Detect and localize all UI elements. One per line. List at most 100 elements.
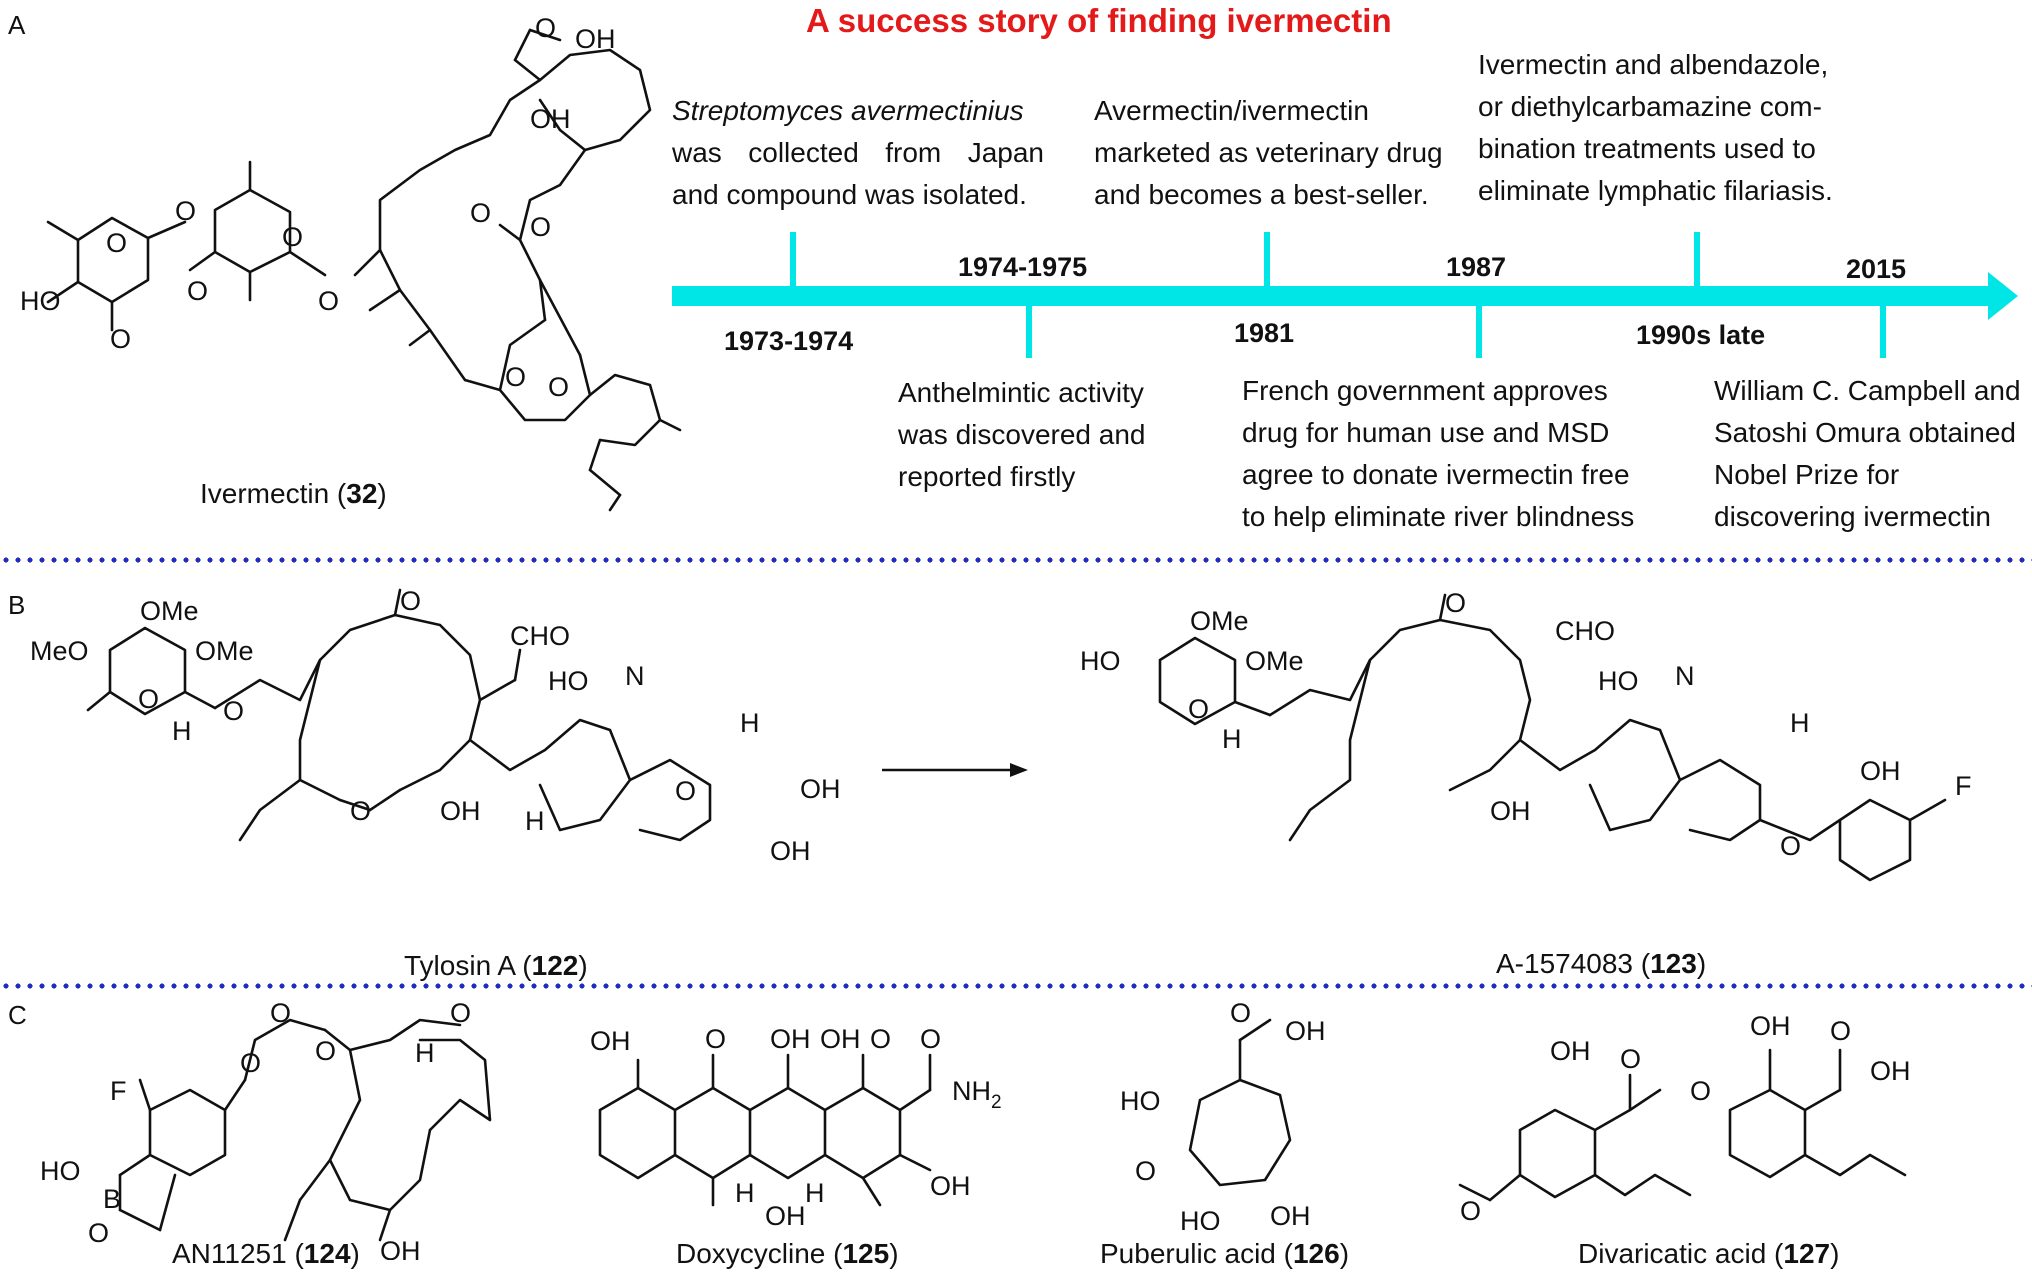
atom-o-ketone: O bbox=[400, 586, 421, 616]
atom-o-d1: O bbox=[705, 1024, 726, 1054]
atom-oh-v3: OH bbox=[1870, 1056, 1911, 1086]
caption-name: AN11251 ( bbox=[172, 1238, 304, 1269]
atom-o-furan: O bbox=[535, 13, 556, 43]
event-1987-line3: agree to donate ivermectin free bbox=[1242, 459, 1630, 490]
atom-ho-left: HO bbox=[20, 286, 61, 316]
caption-puberulic: Puberulic acid (126) bbox=[1100, 1238, 1349, 1270]
atom-o-methoxy2: O bbox=[187, 276, 208, 306]
event-1973-species: Streptomyces avermectinius bbox=[672, 95, 1024, 126]
event-2015: William C. Campbell and Satoshi Omura ob… bbox=[1714, 370, 2032, 538]
figure-title: A success story of finding ivermectin bbox=[806, 2, 1392, 39]
tick-1973 bbox=[790, 232, 796, 288]
atom-oh-d2: OH bbox=[770, 1024, 811, 1054]
atom-o-sugar-b: O bbox=[675, 776, 696, 806]
doxycycline-structure: OH O OH OH O O NH2 OH OH H H bbox=[590, 1024, 1002, 1230]
atom-oh-an: OH bbox=[380, 1236, 421, 1260]
event-1987-line2: drug for human use and MSD bbox=[1242, 417, 1610, 448]
event-1973-line3: and compound was isolated. bbox=[672, 179, 1027, 210]
event-1981: Avermectin/ivermectin marketed as veteri… bbox=[1094, 90, 1454, 216]
tick-1974 bbox=[1026, 304, 1032, 358]
caption-close: ) bbox=[889, 1238, 899, 1269]
compound-number: 32 bbox=[346, 478, 378, 509]
atom-o-sugar2: O bbox=[282, 222, 303, 252]
event-1981-line2: marketed as veterinary drug bbox=[1094, 137, 1443, 168]
atom-oh-v1: OH bbox=[1550, 1036, 1591, 1066]
atom-o-ring-c: O bbox=[1188, 694, 1209, 724]
tick-1981 bbox=[1264, 232, 1270, 288]
event-1987: French government approves drug for huma… bbox=[1242, 370, 1672, 538]
event-1973-line2: was collected from Japan bbox=[672, 137, 1044, 168]
divaricatic-acid-structure: OH O O OH O OH O bbox=[1458, 1011, 1911, 1226]
atom-ho-p2: HO bbox=[1180, 1206, 1221, 1230]
timeline-bar bbox=[672, 286, 1988, 306]
atom-o-methoxy1: O bbox=[110, 324, 131, 354]
caption-divaricatic: Divaricatic acid (127) bbox=[1578, 1238, 1839, 1270]
atom-oh-d5: OH bbox=[765, 1201, 806, 1230]
atom-ho-an: HO bbox=[40, 1156, 81, 1186]
atom-o-sugar1: O bbox=[106, 228, 127, 258]
atom-o-d2: O bbox=[870, 1024, 891, 1054]
atom-n-c: N bbox=[1675, 661, 1695, 691]
atom-o-an3: O bbox=[270, 1000, 291, 1028]
event-1990s-line2: or diethylcarbamazine com- bbox=[1478, 91, 1822, 122]
atom-oh-d4: OH bbox=[930, 1171, 971, 1201]
atom-h-c2: H bbox=[1790, 708, 1810, 738]
atom-ho-p: HO bbox=[1120, 1086, 1161, 1116]
atom-h-b2: H bbox=[525, 806, 545, 836]
atom-ho-c2: HO bbox=[1598, 666, 1639, 696]
compound-number: 122 bbox=[531, 950, 579, 981]
atom-h-b1: H bbox=[172, 716, 192, 746]
atom-o-ring-b: O bbox=[138, 684, 159, 714]
tick-1987 bbox=[1476, 304, 1482, 358]
event-1990s-line1: Ivermectin and albendazole, bbox=[1478, 49, 1829, 80]
year-2015: 2015 bbox=[1846, 254, 1907, 284]
reaction-arrow bbox=[882, 763, 1028, 777]
atom-o-link: O bbox=[175, 196, 196, 226]
an11251-structure: F HO B O O O O O H OH bbox=[40, 1000, 492, 1260]
atom-cho-2: CHO bbox=[1555, 616, 1615, 646]
compound-number: 127 bbox=[1783, 1238, 1831, 1269]
caption-close: ) bbox=[350, 1238, 360, 1269]
caption-close: ) bbox=[1830, 1238, 1840, 1269]
atom-h-an: H bbox=[415, 1038, 435, 1068]
atom-oh-p2: OH bbox=[1270, 1201, 1311, 1230]
atom-b-an: B bbox=[103, 1184, 121, 1214]
atom-oh-d3: OH bbox=[820, 1024, 861, 1054]
atom-oh-c1: OH bbox=[1490, 796, 1531, 826]
atom-o-v1: O bbox=[1620, 1044, 1641, 1074]
atom-o-an5: O bbox=[450, 1000, 471, 1028]
atom-oh-b2: OH bbox=[800, 774, 841, 804]
compound-number: 126 bbox=[1292, 1238, 1340, 1269]
caption-tylosin: Tylosin A (122) bbox=[404, 950, 588, 982]
atom-o-v2: O bbox=[1690, 1076, 1711, 1106]
timeline-arrow bbox=[1988, 272, 2018, 320]
event-1974: Anthelmintic activity was discovered and… bbox=[898, 372, 1198, 498]
tick-2015 bbox=[1880, 304, 1886, 358]
atom-ome-2: OMe bbox=[195, 636, 254, 666]
atom-nh2: NH2 bbox=[952, 1076, 1002, 1113]
atom-o-p2: O bbox=[1135, 1156, 1156, 1186]
atom-ome-1: OMe bbox=[140, 596, 199, 626]
year-1987: 1987 bbox=[1446, 252, 1507, 282]
atom-h-d1: H bbox=[735, 1178, 755, 1208]
year-1990s: 1990s late bbox=[1636, 320, 1766, 350]
caption-close: ) bbox=[1696, 948, 1707, 979]
atom-n-b: N bbox=[625, 661, 645, 691]
caption-name: Tylosin A ( bbox=[404, 950, 532, 981]
event-1990s-line3: bination treatments used to bbox=[1478, 133, 1816, 164]
atom-h-c1: H bbox=[1222, 724, 1242, 754]
caption-name: Puberulic acid ( bbox=[1100, 1238, 1293, 1269]
atom-cho: CHO bbox=[510, 621, 570, 651]
puberulic-acid-structure: O OH HO O HO OH bbox=[1120, 1000, 1326, 1230]
divider-ab bbox=[0, 557, 2032, 563]
event-1981-line1: Avermectin/ivermectin bbox=[1094, 95, 1369, 126]
caption-close: ) bbox=[578, 950, 588, 981]
caption-ivermectin: Ivermectin (32) bbox=[200, 478, 387, 510]
event-1990s: Ivermectin and albendazole, or diethylca… bbox=[1478, 44, 1878, 212]
a1574083-structure: O CHO OMe HO OMe O H HO N OH H OH F O bbox=[1080, 588, 1972, 882]
compound-number: 124 bbox=[303, 1238, 351, 1269]
caption-doxycycline: Doxycycline (125) bbox=[676, 1238, 899, 1270]
atom-oh-top: OH bbox=[575, 24, 616, 54]
event-2015-line4: discovering ivermectin bbox=[1714, 501, 1991, 532]
atom-o-an4: O bbox=[315, 1036, 336, 1066]
